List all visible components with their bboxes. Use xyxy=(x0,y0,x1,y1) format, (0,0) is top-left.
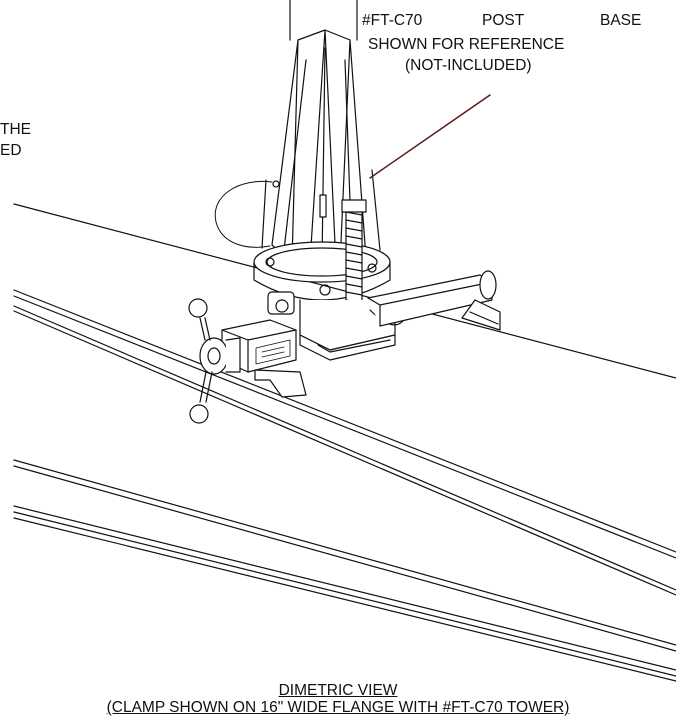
reference-leader xyxy=(369,94,491,179)
safety-cable xyxy=(214,180,273,248)
reference-note-line2: SHOWN FOR REFERENCE xyxy=(368,36,565,53)
caption-subtitle: (CLAMP SHOWN ON 16" WIDE FLANGE WITH #FT… xyxy=(106,699,570,716)
ring-base xyxy=(253,241,391,301)
reference-word-base: BASE xyxy=(600,12,642,29)
flange-beam xyxy=(13,203,676,596)
clamp-saddle xyxy=(267,291,406,361)
reference-word-part: #FT-C70 xyxy=(362,12,423,29)
flange-bottom xyxy=(13,459,676,682)
cable-eye-icon xyxy=(272,180,280,188)
threaded-rod xyxy=(341,199,367,324)
reference-word-post: POST xyxy=(482,12,525,29)
cutoff-note-line1: THE xyxy=(0,121,31,138)
reference-note-line3: (NOT-INCLUDED) xyxy=(405,57,532,74)
clamp-arm xyxy=(367,270,501,331)
cutoff-note-line2: ED xyxy=(0,142,22,159)
caption-title: DIMETRIC VIEW xyxy=(278,682,398,699)
tommy-handle[interactable] xyxy=(188,298,241,424)
